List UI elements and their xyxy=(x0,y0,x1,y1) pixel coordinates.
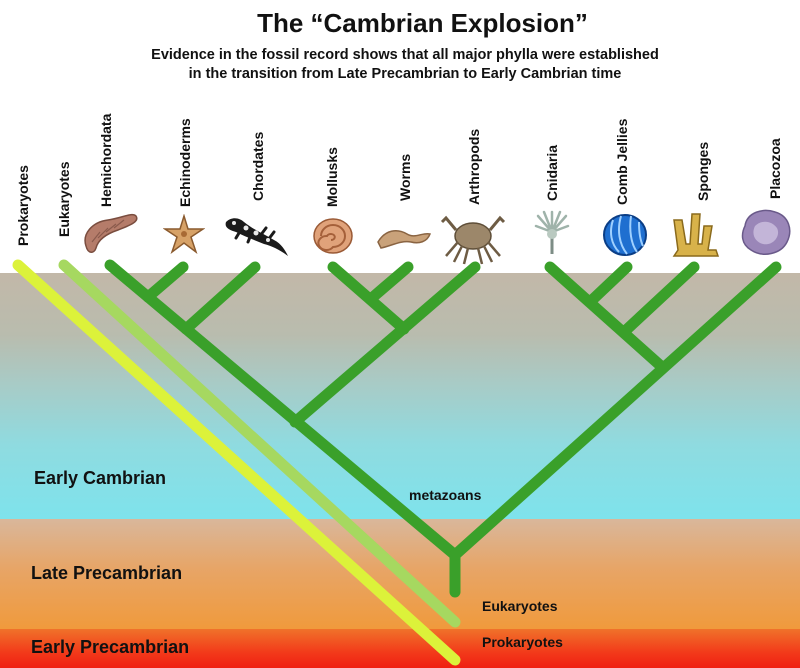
branch-chordates xyxy=(186,267,255,329)
branch-sponges xyxy=(624,267,694,332)
node-label-metazoans: metazoans xyxy=(409,487,481,503)
era-label-late-precambrian: Late Precambrian xyxy=(31,563,182,584)
branch-comb-jellies xyxy=(590,267,627,302)
prokaryote-branch xyxy=(18,265,455,660)
era-label-early-cambrian: Early Cambrian xyxy=(34,468,166,489)
branch-worms xyxy=(373,267,408,297)
era-label-early-precambrian: Early Precambrian xyxy=(31,637,189,658)
branch-hemichordata xyxy=(110,265,455,555)
branch-placozoa xyxy=(455,267,776,555)
branch-echinoderms xyxy=(148,267,183,297)
metazoan-branches xyxy=(110,265,776,592)
node-label-eukaryotes: Eukaryotes xyxy=(482,598,557,614)
node-label-prokaryotes: Prokaryotes xyxy=(482,634,563,650)
